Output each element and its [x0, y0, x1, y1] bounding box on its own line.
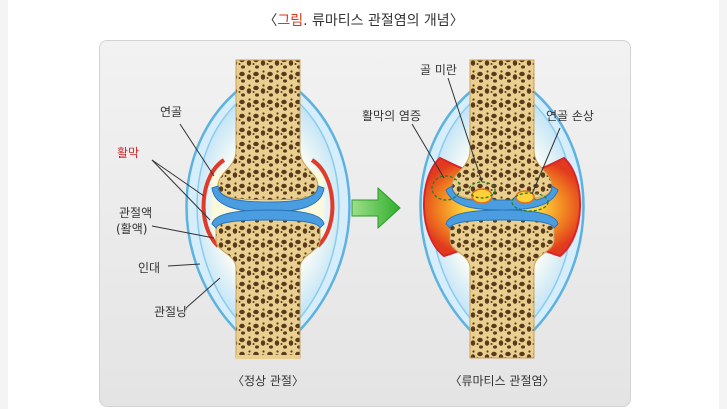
rheumatoid-joint: [419, 59, 585, 359]
label-cartilage: 연골: [160, 105, 182, 119]
label-synovial-fluid-sub: (활액): [116, 222, 147, 236]
synovium-left: [201, 158, 226, 248]
right-leader-lines: [411, 77, 561, 195]
upper-cartilage: [211, 185, 325, 213]
erosion-marker: [468, 181, 496, 199]
normal-joint: [185, 59, 351, 359]
lower-bone-shaft-mask: [236, 355, 300, 359]
bone-erosion-spot: [471, 188, 493, 204]
figure-title: 〈그림. 류마티스 관절염의 개념〉: [263, 13, 464, 29]
caption-rheumatoid-arthritis: 〈류마티스 관절염〉: [449, 374, 554, 388]
label-synovitis: 활막의 염증: [362, 109, 421, 123]
green-right-arrow-icon: [351, 186, 401, 230]
label-ligament: 인대: [138, 261, 160, 275]
lower-cartilage: [211, 209, 325, 229]
figure-title-highlight: 그림: [277, 13, 304, 29]
left-leader-lines: [151, 123, 221, 309]
ra-lower-cartilage: [445, 209, 559, 229]
caption-normal-joint: 〈정상 관절〉: [232, 374, 304, 388]
synovitis-marker: [431, 175, 461, 201]
page-edge-right: [719, 0, 727, 409]
upper-bone: [217, 59, 319, 201]
label-cartilage-damage: 연골 손상: [546, 109, 594, 123]
synovium-right: [310, 158, 335, 248]
page-edge-left: [0, 0, 8, 409]
label-synovium: 활막: [117, 146, 139, 160]
cartilage-damage-marker: [511, 192, 549, 212]
label-synovial-fluid: 관절액: [119, 206, 152, 220]
label-joint-capsule: 관절낭: [154, 305, 187, 319]
label-bone-erosion: 골 미란: [420, 63, 457, 77]
